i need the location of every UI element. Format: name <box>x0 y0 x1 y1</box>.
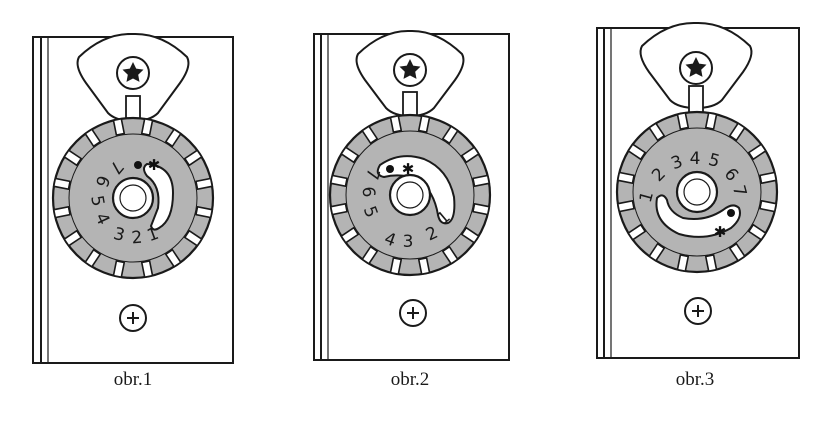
dial-notch <box>195 177 214 191</box>
dial-notch <box>759 171 778 185</box>
dial-notch <box>389 114 403 133</box>
dial-notch <box>627 223 647 241</box>
star-screw-icon <box>116 56 150 90</box>
dial-notch <box>616 171 635 185</box>
plus-screw-icon <box>684 297 712 325</box>
figure-2: ✱ 1 2 3 4 5 6 7 <box>313 29 510 361</box>
dial-notch <box>84 128 102 148</box>
position-dot <box>386 165 394 173</box>
figure-1-caption: obr.1 <box>113 369 153 390</box>
figure-2-caption: obr.2 <box>390 369 430 390</box>
dial-notch <box>340 146 360 164</box>
dial-label-5: 5 <box>86 194 108 208</box>
center-hole <box>388 173 432 217</box>
star-screw-icon <box>393 53 427 87</box>
position-symbol: ✱ <box>402 160 415 178</box>
dial-notch <box>164 128 182 148</box>
dial-label-1: 1 <box>636 189 658 205</box>
position-symbol: ✱ <box>148 156 161 174</box>
plus-screw-icon <box>399 299 427 327</box>
dial-notch <box>747 143 767 161</box>
dial-notch <box>728 242 746 262</box>
dial-notches <box>52 117 214 279</box>
plus-screw-icon <box>119 304 147 332</box>
dial-notch <box>52 177 71 191</box>
dial-notch <box>140 260 154 279</box>
dial-notch <box>112 117 126 136</box>
figure-1: ✱ 1 2 3 4 5 6 7 <box>32 32 234 364</box>
dial-notch <box>195 205 214 219</box>
dial-notch <box>361 245 379 265</box>
dial-notches <box>616 111 778 273</box>
dial-notch <box>472 174 491 188</box>
adjustment-dial: ✱ 1 2 3 4 5 6 7 <box>615 110 779 274</box>
dial-notch <box>627 143 647 161</box>
dial-notch <box>140 117 154 136</box>
dial-notch <box>183 229 203 247</box>
dial-notch <box>63 149 83 167</box>
dial-notch <box>340 226 360 244</box>
dial-notch <box>417 257 431 276</box>
dial-label-3: 3 <box>403 232 414 252</box>
dial-label-7: 7 <box>361 166 383 182</box>
dial-notch <box>329 202 348 216</box>
adjustment-dial: ✱ 1 2 3 4 5 6 7 <box>328 113 492 277</box>
dial-label-4: 4 <box>690 149 701 169</box>
adjustment-slot <box>376 155 456 225</box>
dial-notch <box>676 111 690 130</box>
dial-notch <box>389 257 403 276</box>
position-dot <box>134 161 142 169</box>
dial-notch <box>417 114 431 133</box>
dial-notch <box>747 223 767 241</box>
position-symbol: ✱ <box>714 223 727 241</box>
position-dot <box>727 209 735 217</box>
center-hole <box>111 176 155 220</box>
dial-notch <box>460 146 480 164</box>
dial-notch <box>460 226 480 244</box>
dial-notch <box>63 229 83 247</box>
dial-label-5: 5 <box>706 150 722 172</box>
dial-notch <box>648 122 666 142</box>
dial-notches <box>329 114 491 276</box>
adjustment-dial: ✱ 1 2 3 4 5 6 7 <box>51 116 215 280</box>
dial-notch <box>164 248 182 268</box>
adjustment-slot <box>655 194 741 238</box>
star-screw-icon <box>679 51 713 85</box>
figure-3: ✱ 1 2 3 4 5 6 7 <box>596 21 800 359</box>
dial-notch <box>52 205 71 219</box>
dial-notch <box>704 111 718 130</box>
center-hole <box>675 170 719 214</box>
dial-label-3: 3 <box>111 224 127 246</box>
dial-notch <box>676 254 690 273</box>
dial-notch <box>84 248 102 268</box>
dial-notch <box>704 254 718 273</box>
dial-notch <box>472 202 491 216</box>
dial-notch <box>329 174 348 188</box>
dial-notch <box>648 242 666 262</box>
dial-notch <box>728 122 746 142</box>
dial-label-7: 7 <box>728 183 750 199</box>
adjustment-slot <box>143 162 175 231</box>
dial-notch <box>112 260 126 279</box>
dial-notch <box>441 125 459 145</box>
dial-label-2: 2 <box>131 228 144 249</box>
dial-notch <box>616 199 635 213</box>
dial-notch <box>441 245 459 265</box>
dial-label-6: 6 <box>358 186 379 199</box>
figure-3-caption: obr.3 <box>675 369 715 390</box>
dial-notch <box>361 125 379 145</box>
dial-notch <box>183 149 203 167</box>
dial-notch <box>759 199 778 213</box>
